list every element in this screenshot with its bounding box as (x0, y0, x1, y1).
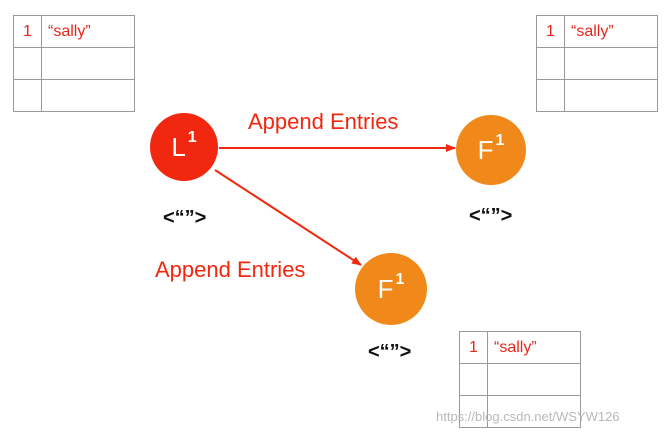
edge-label-append-entries: Append Entries (248, 109, 399, 134)
log-value-cell: “sally” (487, 331, 581, 364)
log-index-cell: 1 (459, 331, 488, 364)
log-row: 1 “sally” (459, 331, 581, 364)
node-letter: F (377, 273, 394, 304)
log-index-cell (13, 79, 42, 112)
follower-bottom-state-value: <“”> (368, 341, 412, 363)
log-value-cell (564, 79, 658, 112)
edge-label-append-entries: Append Entries (155, 257, 306, 282)
log-row (536, 79, 658, 112)
leader-log-table: 1 “sally” (13, 15, 135, 112)
log-row (536, 47, 658, 80)
node-letter: F (477, 134, 494, 165)
log-row (13, 47, 135, 80)
node-term: 1 (495, 132, 505, 149)
log-index-cell (459, 395, 488, 428)
log-value-cell (41, 79, 135, 112)
log-value-cell (564, 47, 658, 80)
node-term: 1 (187, 129, 197, 146)
watermark: https://blog.csdn.net/WSYW126 (436, 409, 620, 424)
follower-bottom-log-table: 1 “sally” (459, 331, 581, 428)
log-row (459, 363, 581, 396)
log-index-cell (459, 363, 488, 396)
log-value-cell (487, 363, 581, 396)
follower-right-state-value: <“”> (469, 205, 513, 227)
append-entries-arrow-down (214, 169, 362, 266)
follower-right-log-table: 1 “sally” (536, 15, 658, 112)
node-letter: L (171, 131, 186, 162)
log-value-cell (41, 47, 135, 80)
log-row (13, 79, 135, 112)
log-value-cell (487, 395, 581, 428)
leader-state-value: <“”> (163, 207, 207, 229)
node-term: 1 (395, 271, 405, 288)
log-index-cell: 1 (13, 15, 42, 48)
log-row (459, 395, 581, 428)
